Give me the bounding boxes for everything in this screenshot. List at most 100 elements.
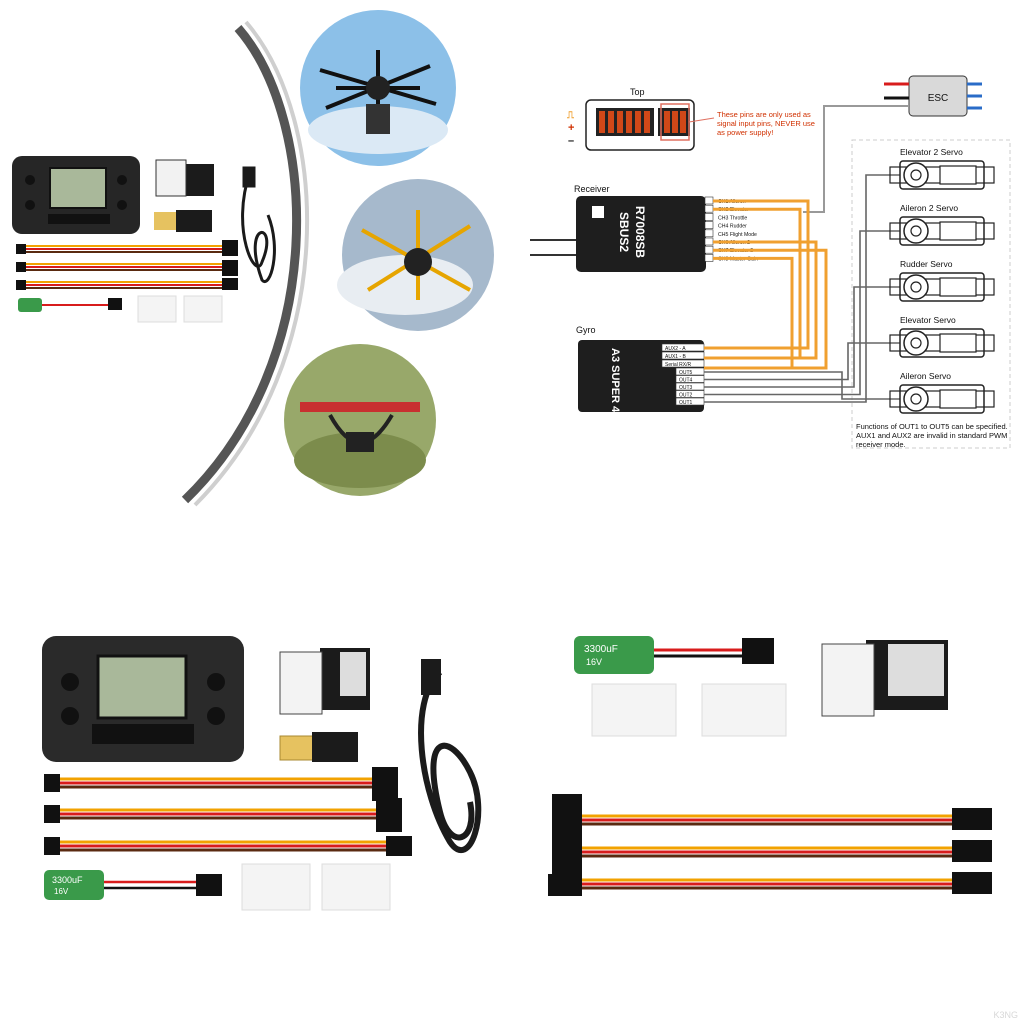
gyro-label: Gyro	[576, 325, 596, 335]
foam-pad-large-2	[701, 683, 787, 737]
foam-pad-small-2	[183, 295, 223, 323]
esc-label: ESC	[928, 93, 949, 104]
header-pin	[608, 111, 614, 133]
channel-pin	[704, 204, 714, 213]
usb-cable-small	[241, 166, 276, 284]
channel-label: CH4 Rudder	[718, 224, 747, 230]
esc-throttle-lead	[803, 105, 909, 213]
servo-label: Elevator Servo	[900, 315, 956, 325]
channel-pin	[704, 254, 714, 262]
svg-text:3300uF: 3300uF	[584, 644, 618, 655]
servo-frame	[851, 139, 1011, 449]
gyro-model: A3 SUPER 4	[609, 348, 621, 413]
gyro-input-pin	[661, 351, 705, 360]
channel-pin	[704, 245, 714, 254]
gyro-output-label: OUT3	[679, 385, 693, 391]
gyro-output-label: OUT4	[679, 378, 693, 384]
gyro-module-small	[155, 159, 214, 197]
gyro-module-large	[821, 640, 948, 717]
hexacopter-photo	[337, 179, 494, 331]
receiver-body	[576, 196, 706, 272]
usb-adapter-small	[154, 210, 212, 232]
svg-text:+: +	[568, 122, 574, 134]
svg-text:16V: 16V	[54, 887, 69, 896]
channel-pin	[704, 213, 714, 221]
servo-lead-1	[44, 767, 398, 801]
foam-pad-large-1	[591, 683, 677, 737]
wiring-diagram: Top ⎍ + – These pins are only used as si…	[530, 75, 1011, 449]
servo: Elevator 2 Servo	[889, 147, 995, 190]
capacitor-large: 3300uF 16V	[574, 636, 774, 674]
esc-power-wires	[884, 82, 982, 110]
receiver-model: R7008SB	[633, 206, 647, 258]
servo: Rudder Servo	[889, 259, 995, 302]
receiver-label: Receiver	[574, 184, 610, 194]
signal-pin	[680, 111, 686, 133]
kit-components-panel: 3300uF 16V	[42, 636, 482, 911]
kit-closeup-panel: 3300uF 16V	[548, 636, 992, 896]
channel-pin	[704, 229, 714, 238]
servo-lead-3	[44, 836, 412, 856]
out-function-note: Functions of OUT1 to OUT5 can be specifi…	[856, 422, 1010, 449]
gyro-output-label: OUT1	[679, 400, 693, 406]
svg-text:3300uF: 3300uF	[52, 875, 83, 885]
servo-wire	[704, 230, 900, 396]
channel-pin	[704, 221, 714, 229]
servo-wire	[704, 371, 900, 400]
servo-label: Elevator 2 Servo	[900, 147, 963, 157]
gyro-input-pin	[661, 359, 705, 368]
header-pin	[617, 111, 623, 133]
gyro-module	[279, 648, 370, 715]
gyro-input-label: AUX1 - B	[665, 354, 687, 360]
receiver-antenna	[530, 239, 580, 256]
header-pin	[599, 111, 605, 133]
watermark: K3NG	[993, 1010, 1018, 1020]
header-pin	[635, 111, 641, 133]
foam-pad-1	[241, 863, 311, 911]
usb-adapter	[279, 732, 358, 762]
capacitor: 3300uF 16V	[44, 870, 222, 900]
servo: Aileron Servo	[889, 371, 995, 414]
usb-cable	[418, 659, 482, 853]
servo-wire	[704, 342, 900, 381]
header-pin	[626, 111, 632, 133]
foam-pad-small-1	[137, 295, 177, 323]
gyro-output-label: OUT5	[679, 370, 693, 376]
signal-pin-legend: ⎍ + –	[566, 110, 575, 147]
channel-pin	[704, 237, 714, 246]
signal-wire	[704, 248, 828, 370]
servo: Elevator Servo	[889, 315, 995, 358]
servo-leads-small	[16, 240, 238, 290]
gimbal-drone-photo	[284, 344, 436, 496]
svg-text:–: –	[568, 135, 574, 147]
signal-wire	[704, 256, 794, 370]
gyro-input-label: AUX2 - A	[665, 346, 686, 352]
signal-wire	[704, 199, 810, 350]
servo-y-lead-3	[548, 872, 992, 896]
led-program-box	[42, 636, 244, 762]
signal-pin	[672, 111, 678, 133]
servo-wire	[704, 174, 900, 403]
kit-overview-panel	[12, 10, 494, 507]
warning-pointer	[688, 117, 715, 123]
receiver-led	[592, 206, 604, 218]
signal-pin	[664, 111, 670, 133]
servo-y-lead-2	[552, 838, 992, 878]
servo-label: Aileron Servo	[900, 371, 951, 381]
led-program-box-small	[12, 156, 140, 234]
gyro-output-label: OUT2	[679, 393, 693, 399]
pin-warning: These pins are only used as signal input…	[717, 110, 817, 137]
receiver-brand: SBUS2	[617, 212, 631, 252]
servo: Aileron 2 Servo	[889, 203, 995, 246]
servo-y-lead-1	[552, 794, 992, 840]
channel-label: CH5 Flight Mode	[718, 232, 757, 238]
header-pin	[644, 111, 650, 133]
svg-text:⎍: ⎍	[566, 110, 575, 121]
signal-wire	[704, 240, 818, 360]
swoosh-curve	[181, 25, 302, 504]
servo-lead-2	[44, 798, 402, 832]
servo-label: Aileron 2 Servo	[900, 203, 958, 213]
top-label: Top	[630, 87, 645, 97]
foam-pad-2	[321, 863, 391, 911]
gyro-input-label: Serial RX/R	[665, 362, 692, 368]
